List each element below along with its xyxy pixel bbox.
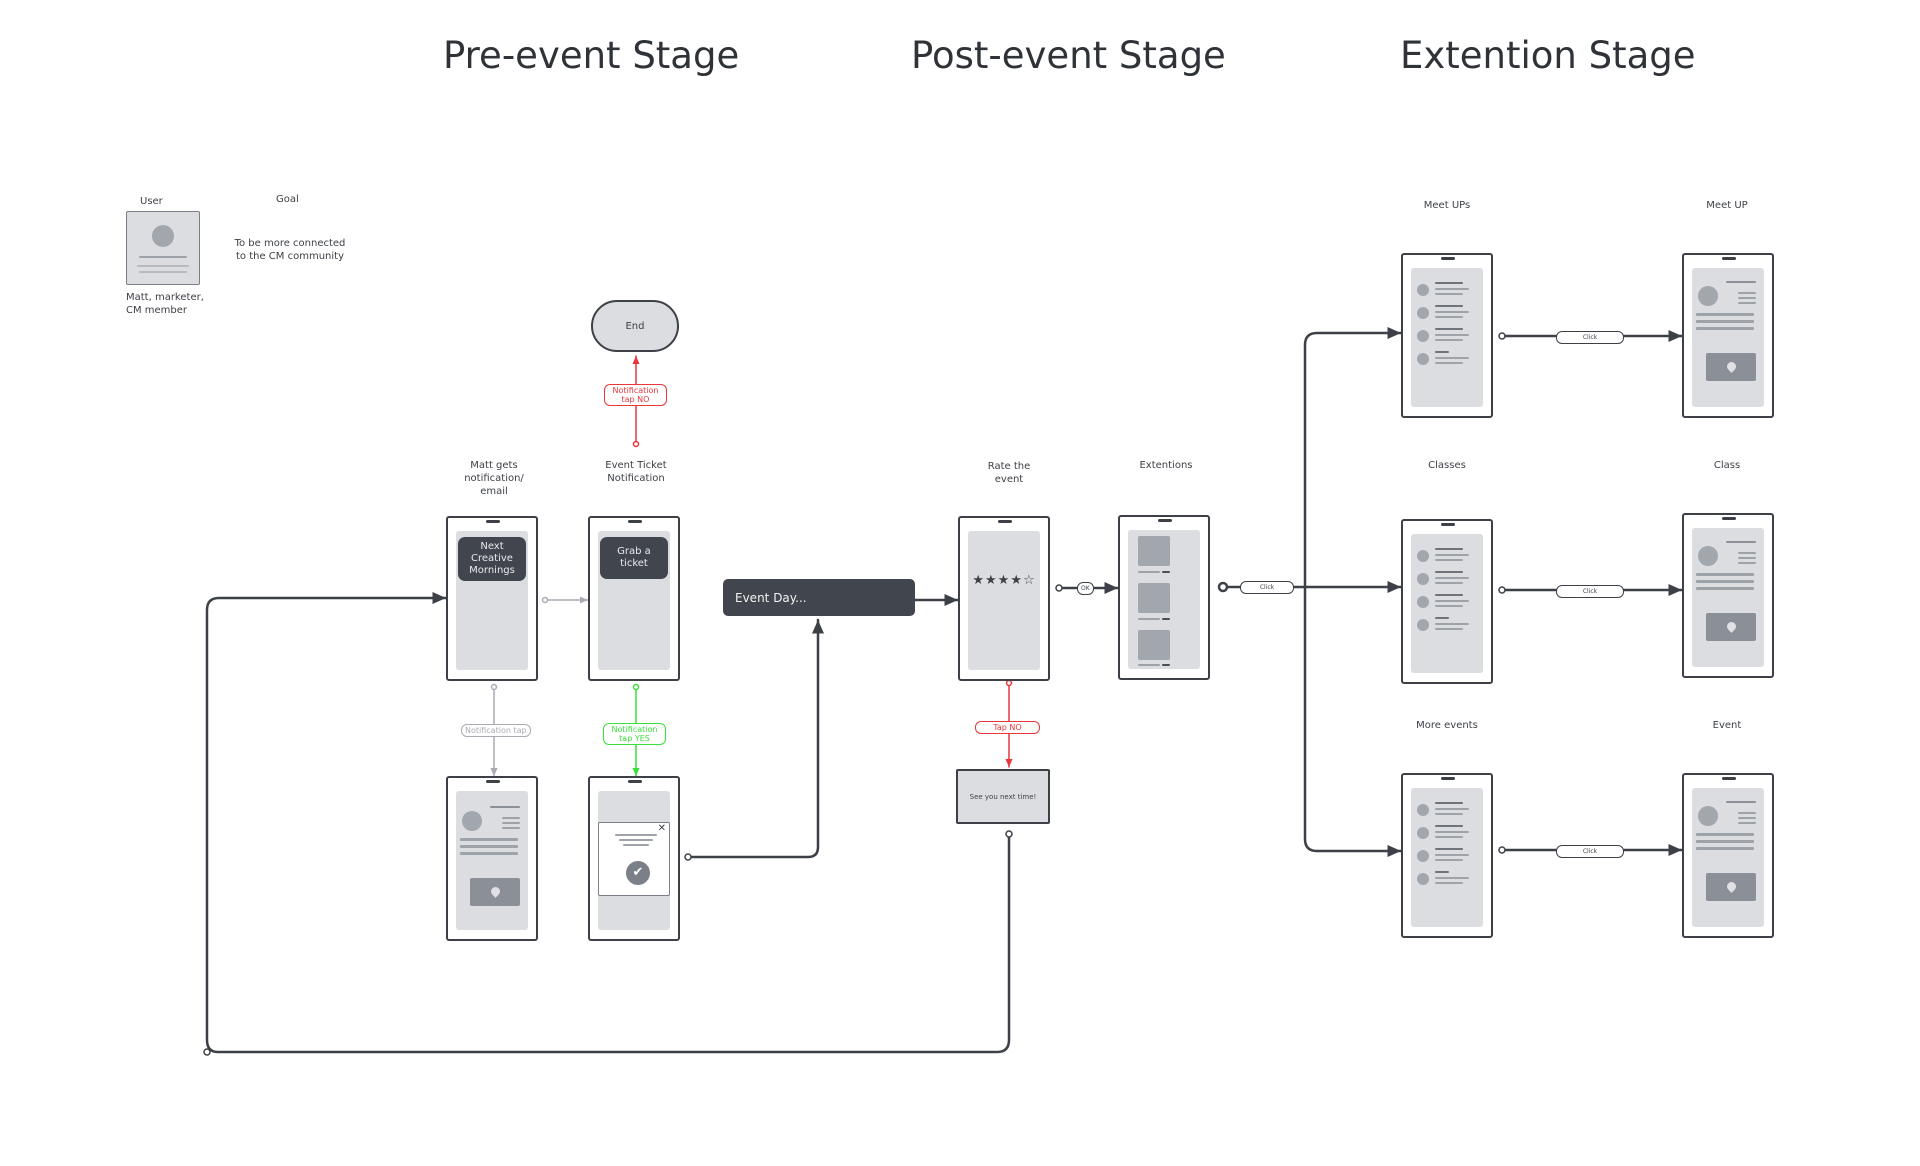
phone-meet-up-detail[interactable]: [1682, 253, 1774, 418]
close-icon[interactable]: ✕: [657, 823, 666, 834]
notification-tap-yes-tag: Notification tap YES: [603, 723, 666, 745]
see-you-next-time-node: See you next time!: [956, 769, 1050, 824]
phone-extentions[interactable]: [1118, 515, 1210, 680]
event-day-node: Event Day...: [723, 579, 915, 616]
list-item: [1411, 571, 1483, 591]
notification-tap-tag: Notification tap: [461, 724, 531, 737]
stage-title-pre-event: Pre-event Stage: [443, 34, 740, 77]
meet-up-label: Meet UP: [1706, 200, 1748, 211]
list-item: [1411, 825, 1483, 845]
notification-tap-no-tag: Notification tap NO: [604, 384, 667, 406]
list-item: [1411, 802, 1483, 822]
phone-class-detail[interactable]: [1682, 513, 1774, 678]
fanout-to-meetups: [1303, 327, 1403, 589]
location-pin-icon: [1706, 353, 1756, 381]
phone-event-detail[interactable]: [446, 776, 538, 941]
next-creative-mornings-button[interactable]: Next Creative Mornings: [458, 537, 526, 581]
list-item: [1411, 548, 1483, 568]
star-rating[interactable]: ★★★★☆: [972, 573, 1036, 588]
extentions-label: Extentions: [1139, 460, 1193, 471]
matt-gets-label: Matt gets notification/ email: [464, 460, 524, 497]
goal-label: Goal: [276, 194, 299, 205]
end-node: End: [591, 300, 679, 352]
extention-thumb[interactable]: [1138, 536, 1170, 566]
click-tag-classes: Click: [1556, 585, 1624, 598]
fanout-to-more-events: [1303, 585, 1403, 857]
classes-label: Classes: [1428, 460, 1466, 471]
location-pin-icon: [470, 878, 520, 906]
meet-ups-label: Meet UPs: [1423, 200, 1471, 211]
check-icon: ✔: [626, 861, 650, 885]
event-label: Event: [1712, 720, 1742, 731]
phone-event-detail-2[interactable]: [1682, 773, 1774, 938]
tap-no-tag: Tap NO: [975, 721, 1040, 734]
phone-rate-event[interactable]: ★★★★☆: [958, 516, 1050, 681]
list-item: [1411, 282, 1483, 302]
click-tag-extentions: Click: [1240, 581, 1294, 594]
list-item: [1411, 848, 1483, 868]
list-item: [1411, 871, 1483, 891]
extention-thumb[interactable]: [1138, 583, 1170, 613]
avatar-icon: [1698, 286, 1718, 306]
click-tag-events: Click: [1556, 845, 1624, 858]
phone-classes-list[interactable]: [1401, 519, 1493, 684]
class-label: Class: [1713, 460, 1741, 471]
phone-more-events-list[interactable]: [1401, 773, 1493, 938]
grab-ticket-button[interactable]: Grab a ticket: [600, 537, 668, 579]
extention-thumb[interactable]: [1138, 630, 1170, 660]
location-pin-icon: [1706, 613, 1756, 641]
user-description: Matt, marketer, CM member: [126, 292, 204, 316]
list-item: [1411, 351, 1483, 371]
avatar-icon: [152, 225, 174, 247]
phone-ticket-confirmation[interactable]: ✕ ✔: [588, 776, 680, 941]
ok-tag: OK: [1077, 582, 1094, 595]
list-item: [1411, 328, 1483, 348]
user-label: User: [140, 196, 163, 207]
list-item: [1411, 305, 1483, 325]
list-item: [1411, 617, 1483, 637]
rate-event-label: Rate the event: [987, 461, 1031, 485]
more-events-label: More events: [1416, 720, 1478, 731]
phone-ticket-notification[interactable]: Grab a ticket: [588, 516, 680, 681]
avatar-icon: [462, 811, 482, 831]
ticket-notification-label: Event Ticket Notification: [605, 460, 667, 484]
confirmation-popup: ✕ ✔: [598, 822, 670, 896]
avatar-icon: [1698, 546, 1718, 566]
confirm-to-eventday-connector: [686, 618, 824, 859]
stage-title-post-event: Post-event Stage: [911, 34, 1226, 77]
phone-matt-notification[interactable]: Next Creative Mornings: [446, 516, 538, 681]
stage-title-extension: Extention Stage: [1400, 34, 1696, 77]
loop-back-connector: [205, 592, 1011, 1054]
goal-text: To be more connected to the CM community: [234, 238, 346, 262]
list-item: [1411, 594, 1483, 614]
location-pin-icon: [1706, 873, 1756, 901]
phone-meet-ups-list[interactable]: [1401, 253, 1493, 418]
user-persona-card: [126, 211, 200, 285]
avatar-icon: [1698, 806, 1718, 826]
click-tag-meetups: Click: [1556, 331, 1624, 344]
